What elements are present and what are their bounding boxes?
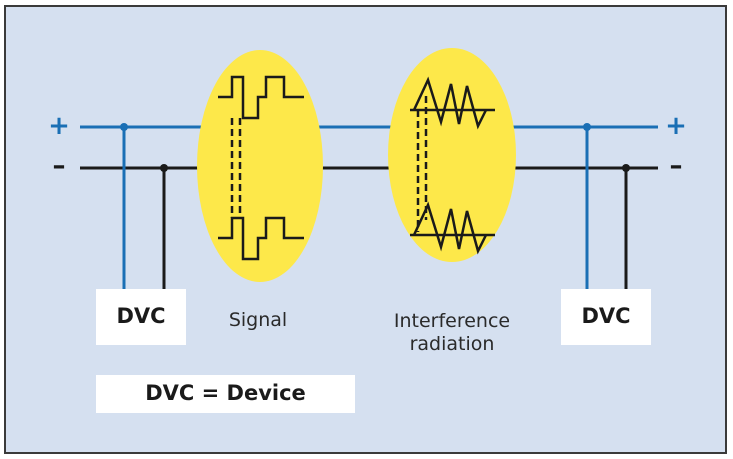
plus-sign-right: + bbox=[665, 111, 687, 142]
minus-sign-left: – bbox=[52, 151, 66, 182]
device-box-right: DVC bbox=[561, 289, 651, 345]
plus-sign-left: + bbox=[48, 111, 70, 142]
interference-label: Interference radiation bbox=[393, 310, 511, 355]
interference-ellipse bbox=[388, 48, 516, 262]
signal-ellipse bbox=[197, 50, 323, 282]
left-plus-node bbox=[120, 123, 128, 131]
device-box-left: DVC bbox=[96, 289, 186, 345]
spike-wave-icon bbox=[410, 76, 495, 255]
legend-box: DVC = Device bbox=[96, 375, 355, 413]
signal-label: Signal bbox=[228, 308, 288, 331]
minus-sign-right: – bbox=[669, 151, 683, 182]
left-minus-node bbox=[160, 164, 168, 172]
right-minus-node bbox=[622, 164, 630, 172]
square-wave-icon bbox=[218, 75, 304, 261]
right-plus-node bbox=[583, 123, 591, 131]
